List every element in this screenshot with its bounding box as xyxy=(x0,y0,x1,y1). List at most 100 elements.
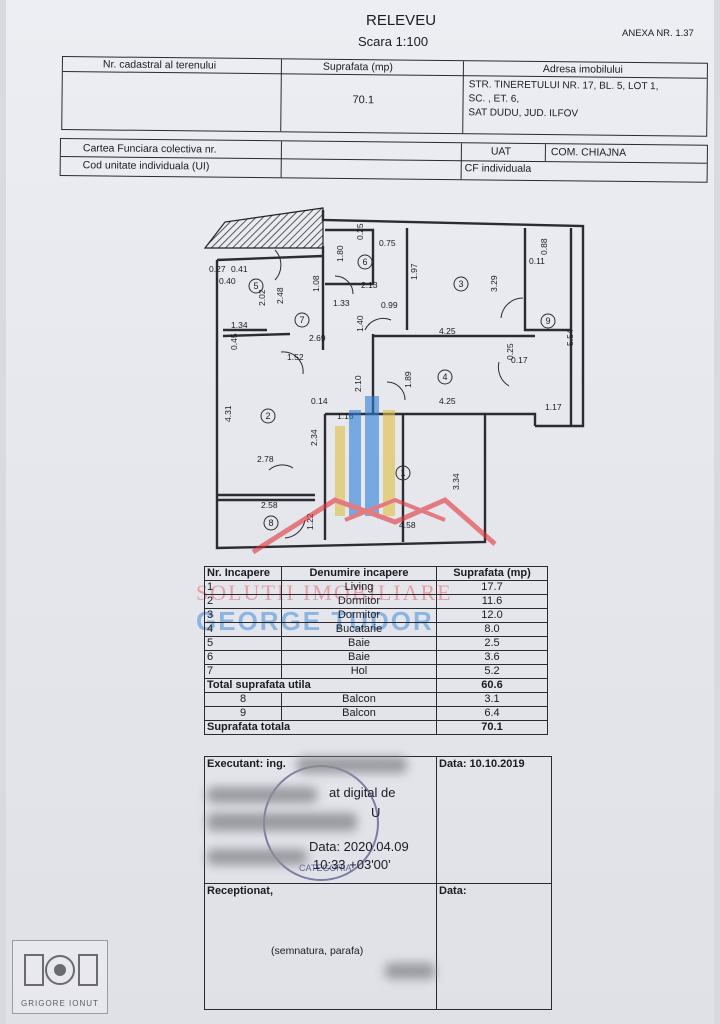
dimension-label: 1.33 xyxy=(333,298,350,308)
col-cadastral-header: Nr. cadastral al terenului xyxy=(102,58,217,72)
dimension-label: 0.45 xyxy=(229,333,239,350)
camera-icon xyxy=(24,954,98,986)
rooms-table-header: Nr. Incapere Denumire incapere Suprafata… xyxy=(204,566,548,581)
dimension-label: 2.69 xyxy=(309,333,326,343)
room-nr: 5 xyxy=(204,636,282,651)
door-arcs xyxy=(268,249,524,539)
room-number-3: 3 xyxy=(458,279,463,289)
annex-number: ANEXA NR. 1.37 xyxy=(622,28,694,39)
dimension-label: 2.02 xyxy=(257,289,267,306)
total-useful-label: Total suprafata utila xyxy=(204,678,437,693)
dimension-label: 1.22 xyxy=(305,513,315,530)
dimension-label: 5.54 xyxy=(565,329,575,346)
dimension-label: 1.97 xyxy=(409,263,419,280)
header-area: Suprafata (mp) xyxy=(436,566,548,581)
dimension-label: 0.88 xyxy=(539,238,549,255)
dimension-label: 0.41 xyxy=(231,264,248,274)
dimension-label: 4.25 xyxy=(439,326,456,336)
carte-funciara-label: Cartea Funciara colectiva nr. xyxy=(82,142,217,156)
room-area: 6.4 xyxy=(436,706,548,721)
dimension-label: 1.34 xyxy=(231,320,248,330)
dimension-label: 2.13 xyxy=(361,280,378,290)
room-number-6: 6 xyxy=(362,257,367,267)
room-number-4: 4 xyxy=(442,372,447,382)
room-area: 8.0 xyxy=(436,622,548,637)
cf-individuala-label: CF individuala xyxy=(464,162,532,175)
room-area: 12.0 xyxy=(436,608,548,623)
redacted-signature-2 xyxy=(207,813,357,831)
room-name: Hol xyxy=(281,664,437,679)
dimension-label: 1.08 xyxy=(311,275,321,292)
dimension-label: 0.25 xyxy=(355,223,365,240)
room-name: Bucatarie xyxy=(281,622,437,637)
room-name: Balcon xyxy=(281,706,437,721)
cod-unitate-label: Cod unitate individuala (UI) xyxy=(82,159,210,173)
photographer-logo: GRIGORE IONUT xyxy=(12,940,108,1014)
dimension-label: 4.31 xyxy=(223,405,233,422)
total-useful-value: 60.6 xyxy=(436,678,548,693)
room-area: 17.7 xyxy=(436,580,548,595)
document-title: RELEVEU xyxy=(366,12,437,29)
col-address-header: Adresa imobilului xyxy=(542,63,623,76)
room-name: Baie xyxy=(281,636,437,651)
room-area: 3.6 xyxy=(436,650,548,665)
floor-plan: 1 2 3 4 5 6 7 8 9 0.25 0.75 1.80 0.88 0.… xyxy=(203,207,585,555)
address-line-2: SC. , ET. 6, xyxy=(468,93,520,105)
room-area: 3.1 xyxy=(436,692,548,707)
dimension-label: 2.78 xyxy=(257,454,274,464)
room-number-7: 7 xyxy=(299,315,304,325)
room-nr: 9 xyxy=(204,706,282,721)
col-area-header: Suprafata (mp) xyxy=(322,60,393,74)
received-date-label: Data: xyxy=(439,885,467,897)
cadastral-table: Nr. cadastral al terenului Suprafata (mp… xyxy=(61,56,708,137)
dimension-label: 0.17 xyxy=(511,355,528,365)
room-name: Dormitor xyxy=(281,608,437,623)
room-nr: 4 xyxy=(204,622,282,637)
dimension-label: 0.11 xyxy=(529,256,545,266)
dimension-label: 1.52 xyxy=(287,352,304,362)
photo-credit: GRIGORE IONUT xyxy=(21,999,99,1008)
dimension-label: 2.10 xyxy=(353,375,363,392)
dimension-label: 0.75 xyxy=(379,238,396,248)
dimension-label: 2.34 xyxy=(309,429,319,446)
room-nr: 8 xyxy=(204,692,282,707)
stamp-text: CATEGORIA xyxy=(299,863,352,873)
dimension-label: 4.58 xyxy=(399,520,416,530)
uat-value: COM. CHIAJNA xyxy=(550,146,627,159)
address-line-1: STR. TINERETULUI NR. 17, BL. 5, LOT 1, xyxy=(468,79,659,93)
dimension-label: 1.89 xyxy=(403,371,413,388)
address-line-3: SAT DUDU, JUD. ILFOV xyxy=(468,107,579,120)
room-nr: 2 xyxy=(204,594,282,609)
dimension-label: 1.40 xyxy=(355,315,365,332)
header-nr: Nr. Incapere xyxy=(204,566,282,581)
dimension-label: 3.34 xyxy=(451,473,461,490)
agency-logo-watermark xyxy=(251,396,497,555)
walls xyxy=(215,210,585,550)
room-name: Balcon xyxy=(281,692,437,707)
dimension-label: 0.99 xyxy=(381,300,398,310)
dimension-label: 3.29 xyxy=(489,275,499,292)
dimension-label: 0.40 xyxy=(219,276,236,286)
dimension-label: 0.27 xyxy=(209,264,226,274)
room-nr: 6 xyxy=(204,650,282,665)
uat-label: UAT xyxy=(490,145,512,158)
room-area: 2.5 xyxy=(436,636,548,651)
signature-hint: (semnatura, parafa) xyxy=(271,945,364,957)
dimension-label: 2.48 xyxy=(275,287,285,304)
room-name: Living xyxy=(281,580,437,595)
dimension-label: 1.16 xyxy=(337,411,354,421)
room-name: Baie xyxy=(281,650,437,665)
executant-date: Data: 10.10.2019 xyxy=(439,758,525,770)
redacted-name xyxy=(297,757,407,773)
room-name: Dormitor xyxy=(281,594,437,609)
redacted-received xyxy=(385,963,435,979)
room-number-5: 5 xyxy=(253,281,258,291)
total-value: 70.1 xyxy=(436,720,548,735)
room-nr: 1 xyxy=(204,580,282,595)
